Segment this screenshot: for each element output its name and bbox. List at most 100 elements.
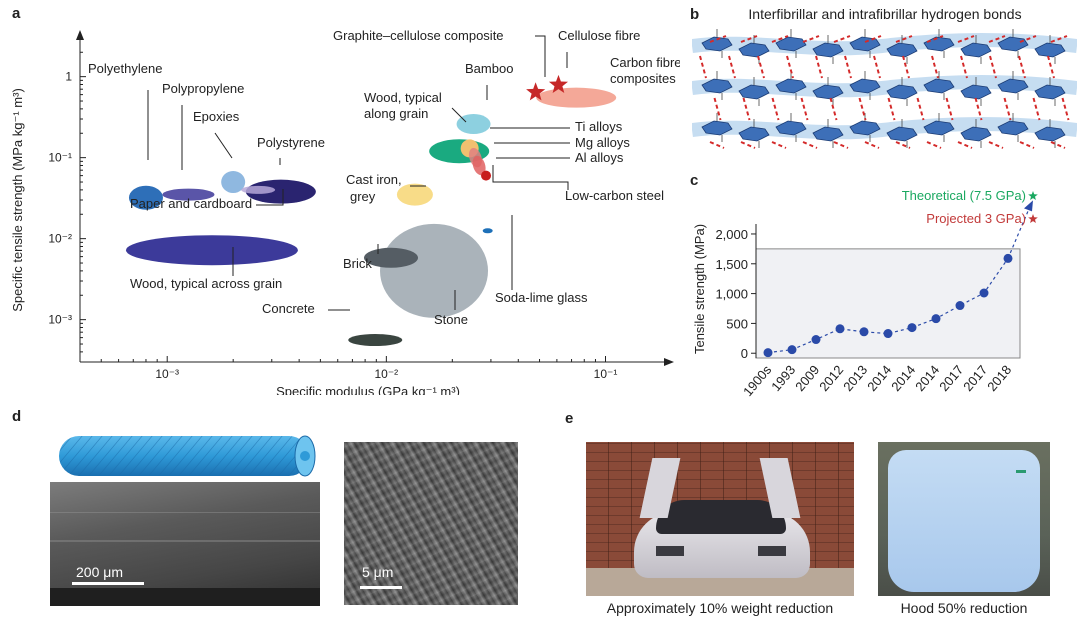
glucose-ring [923,36,955,52]
hydrogen-bond [771,35,789,43]
y-tick-label: 500 [726,316,748,331]
glucose-ring [960,42,992,58]
panel-label-a: a [12,5,21,22]
hydrogen-bond [926,141,942,149]
data-point [907,323,917,333]
y-axis-title: Specific tensile strength (MPa kg⁻¹ m³) [10,88,25,312]
data-point [883,329,893,339]
material-label-mg-alloys: Mg alloys [575,135,630,150]
hydrogen-bond [916,97,925,121]
glucose-ring [738,42,770,58]
hydrogen-bond [709,35,727,43]
hydrogen-bond [864,35,882,43]
scale-bar-5um [360,586,402,589]
hydrogen-bond [1019,141,1035,149]
hydrogen-bond [742,97,751,121]
glucose-ring [849,36,881,52]
x-axis-title: Specific modulus (GPa kg⁻¹ m³) [276,384,460,395]
annotation-projected: Projected 3 GPa) [926,211,1026,226]
x-tick-label: 10⁻³ [155,367,179,381]
hydrogen-bond [771,97,780,121]
material-marker-carbon-fibre-composites [536,87,617,108]
fibre-sem-image-low-mag: 200 μm [50,482,320,606]
leader-line-paper-and-cardboard [256,189,284,206]
material-label-soda-lime-glass: Soda-lime glass [495,290,588,305]
scale-bar-200um [72,582,144,585]
material-label-graphite-cellulose-composite: Graphite–cellulose composite [333,28,504,43]
hydrogen-bond [1061,97,1070,121]
scale-label-200um: 200 μm [76,564,123,580]
glucose-ring [738,84,770,100]
car-caption: Approximately 10% weight reduction [606,600,834,616]
glucose-ring [738,126,770,142]
x-tick-label: 2009 [792,362,822,394]
material-marker-cast-iron-grey [396,183,433,206]
panel-b-title: Interfibrillar and intrafibrillar hydrog… [748,6,1022,22]
material-marker-brick [363,247,418,268]
material-label-brick: Brick [343,256,372,271]
material-label-stone: Stone [434,312,468,327]
hydrogen-bond [728,55,736,79]
glucose-ring [997,36,1029,52]
y-tick-label: 10⁻¹ [48,151,72,165]
x-tick-label: 2017 [960,362,990,394]
hood-photo [878,442,1050,596]
hydrogen-bond [988,35,1006,43]
hydrogen-bond [957,141,973,149]
data-point [811,335,821,345]
leader-line-epoxies [214,132,233,159]
glucose-ring [812,42,844,58]
material-marker-low-carbon-steel [481,170,492,181]
material-marker-paper-and-cardboard [241,185,276,194]
glucose-ring [960,126,992,142]
hydrogen-bond [833,35,851,43]
hydrogen-bond [895,35,913,43]
data-point [1003,253,1013,263]
hydrogen-bond [709,141,725,149]
hydrogen-bond [945,97,954,121]
y-axis-title: Tensile strength (MPa) [692,224,707,354]
glucose-ring [997,120,1029,136]
x-tick-label: 2018 [984,362,1014,394]
material-marker-polypropylene [162,188,215,201]
material-marker-polyethylene [128,185,163,210]
hydrogen-bond [1047,55,1055,79]
hydrogen-bond [802,141,818,149]
data-point [859,327,869,337]
material-label-cast-iron-grey-line2: grey [350,189,376,204]
hydrogen-bond [1050,141,1066,149]
panel-label-d: d [12,408,22,425]
x-tick-label: 2012 [816,362,846,394]
hydrogen-bond [699,55,707,79]
x-tick-label: 2014 [864,362,894,394]
material-marker-cellulose-fibre [548,74,568,93]
x-tick-label: 1900s [740,362,775,399]
material-label-wood-typical-along-grain-line2: along grain [364,106,428,121]
material-marker-polystyrene [245,179,316,204]
material-label-cellulose-fibre: Cellulose fibre [558,28,640,43]
material-label-polypropylene: Polypropylene [162,81,244,96]
hydrogen-bond [858,97,867,121]
x-tick-label: 2014 [888,362,918,394]
hydrogen-bond [926,35,944,43]
panel-label-b: b [690,6,700,23]
data-point [787,345,797,355]
fibre-rod-illustration [59,435,316,477]
leader-line-wood-typical-along-grain [451,107,467,123]
hydrogen-bond [1050,35,1068,43]
panel-label-e: e [565,410,574,427]
glucose-ring [849,120,881,136]
data-point [763,348,773,358]
hydrogen-bond [1019,35,1037,43]
glucose-ring [701,78,733,94]
glucose-ring [886,42,918,58]
material-label-carbon-fibre-composites-line2: composites [610,71,676,86]
data-point [955,301,965,311]
hydrogen-bond [800,97,809,121]
hydrogen-bond [757,55,765,79]
hydrogen-bond [902,55,910,79]
glucose-ring [1034,42,1066,58]
material-marker-al-alloys [472,155,486,176]
glucose-ring [1034,84,1066,100]
